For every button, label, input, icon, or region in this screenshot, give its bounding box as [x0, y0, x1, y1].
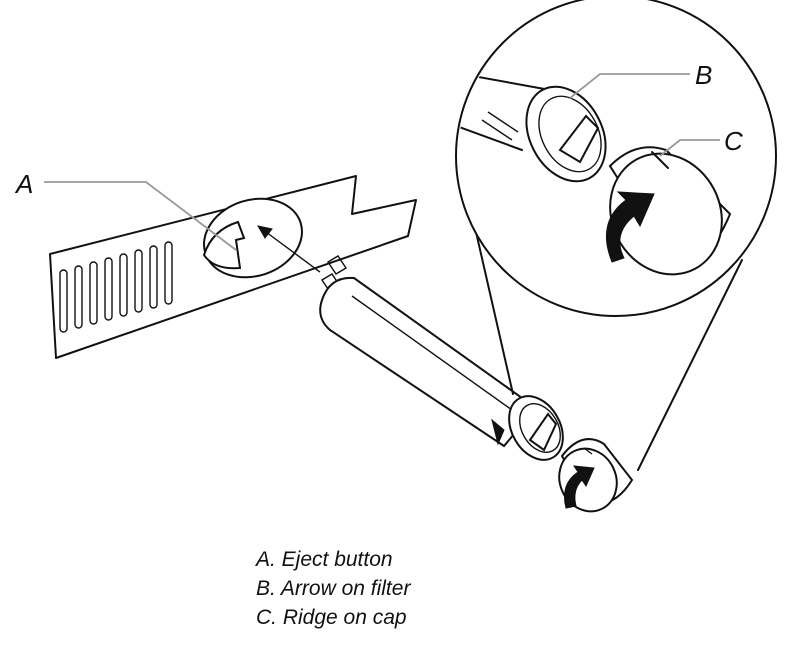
magnified-filter-end — [525, 85, 607, 183]
filter-cap — [558, 438, 634, 513]
filter-end — [508, 395, 564, 461]
detail-magnifier — [455, 0, 777, 471]
cap-rotate-arrow-icon — [564, 465, 595, 509]
legend-item-b: B. Arrow on filter — [256, 577, 411, 600]
leader-lines — [44, 73, 720, 251]
grille-housing — [49, 175, 417, 359]
grille-vents — [59, 241, 173, 333]
filter-arrow-icon — [528, 412, 558, 452]
magnified-filter-arrow-icon — [558, 114, 600, 164]
water-filter — [319, 255, 564, 461]
legend: A. Eject button B. Arrow on filter C. Ri… — [256, 545, 410, 632]
magnified-cap-arrow-icon — [605, 191, 655, 263]
legend-item-c: C. Ridge on cap — [256, 606, 407, 629]
legend-item-a: A. Eject button — [256, 548, 393, 571]
callout-a: A — [16, 169, 34, 199]
insert-arrow-icon — [256, 225, 273, 239]
filter-opening — [203, 197, 303, 279]
callout-b: B — [695, 60, 713, 90]
eject-button[interactable] — [202, 220, 246, 270]
callout-c: C — [724, 126, 743, 156]
